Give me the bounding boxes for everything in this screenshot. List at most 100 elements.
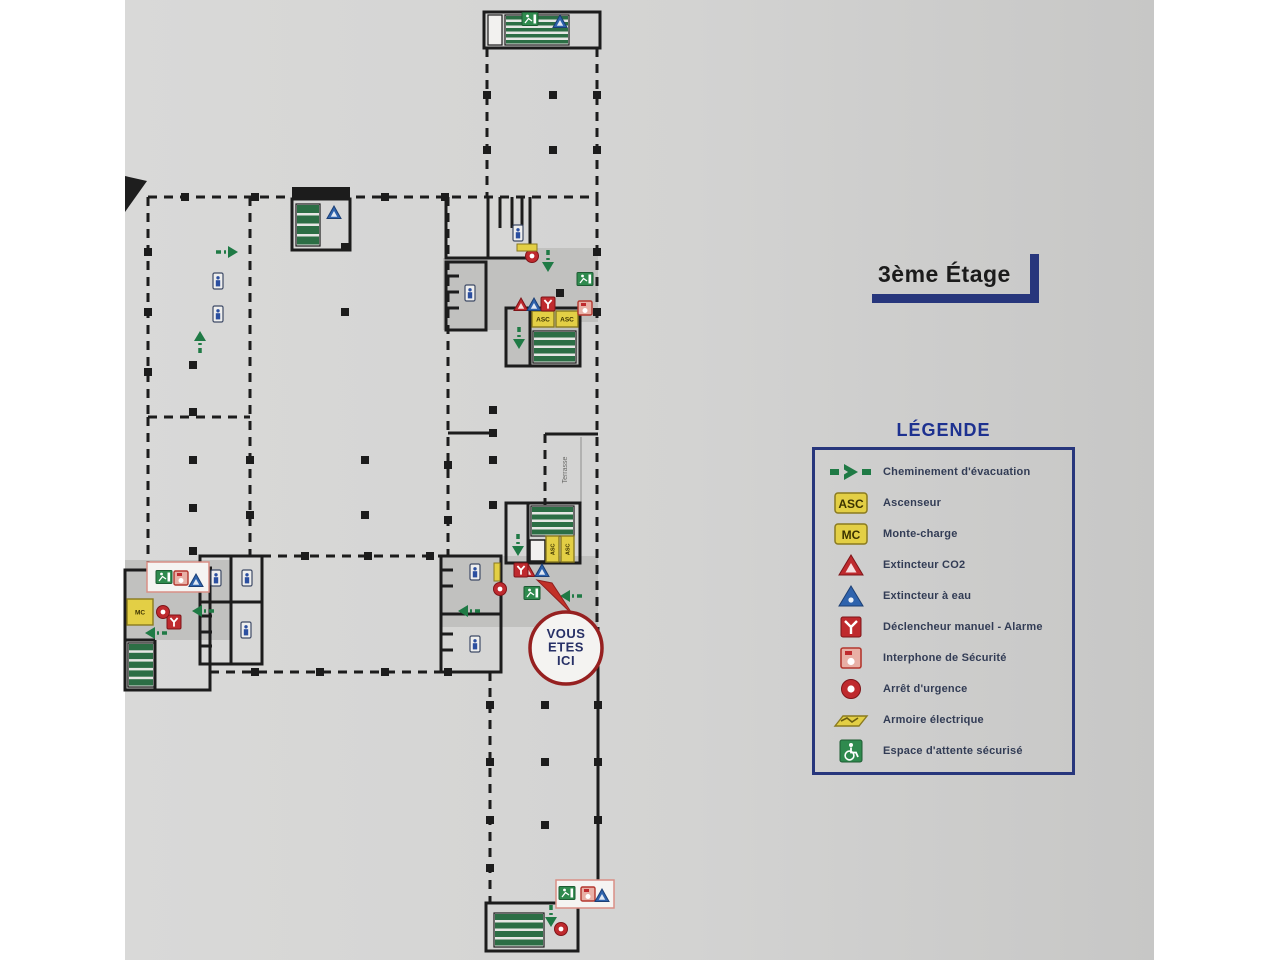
manual-alarm-icon (540, 296, 556, 312)
emergency-stop-icon (554, 922, 568, 936)
legend-label: Ascenseur (883, 496, 942, 509)
you-are-here-text: ICI (557, 653, 575, 668)
legend-label: Arrêt d'urgence (883, 682, 968, 695)
wc-icon (512, 224, 524, 242)
you-are-here-text: VOUS (547, 626, 586, 641)
security-intercom-icon (577, 300, 593, 316)
photo-corner-shadow (125, 176, 147, 212)
legend-label: Déclencheur manuel - Alarme (883, 620, 1043, 633)
exit-sign-icon (155, 570, 173, 584)
legend-label: Monte-charge (883, 527, 958, 540)
wc-icon (469, 563, 481, 581)
legend-title: LÉGENDE (896, 420, 991, 440)
svg-text:MC: MC (135, 609, 145, 616)
elevator-box: ASC (560, 535, 575, 563)
interior-walls (123, 10, 602, 953)
legend-label: Cheminement d'évacuation (883, 465, 1031, 478)
emergency-stop-icon (819, 678, 883, 700)
manual-alarm-icon (819, 616, 883, 638)
lower-core-staircase (530, 505, 575, 537)
extinguisher-co2-icon (513, 296, 529, 311)
legend-label: Extincteur à eau (883, 589, 972, 602)
electrical-cabinet-icon (819, 712, 883, 728)
evacuation-arrow-icon (145, 627, 167, 639)
secure-waiting-area-icon (819, 739, 883, 763)
security-intercom-icon (819, 646, 883, 669)
exit-sign-icon (523, 586, 541, 600)
corridor-areas (125, 197, 598, 690)
svg-text:ASC: ASC (551, 543, 557, 555)
svg-text:MC: MC (842, 528, 861, 542)
wc-icon (469, 635, 481, 653)
legend-label: Armoire électrique (883, 713, 984, 726)
security-intercom-icon (580, 886, 596, 902)
wc-icon (212, 305, 224, 323)
legend-box: Cheminement d'évacuation ASC Ascenseur M… (812, 447, 1075, 775)
legend-row-extinguisher-co2: Extincteur CO2 (819, 551, 1068, 579)
extinguisher-water-icon (326, 204, 342, 219)
evacuation-arrow-icon (458, 605, 480, 617)
photo-background (125, 0, 1154, 960)
wc-icon (241, 569, 253, 587)
extinguisher-water-icon (534, 562, 550, 577)
south-staircase (493, 912, 545, 948)
legend-row-elevator: ASC Ascenseur (819, 489, 1068, 517)
facade-walls (146, 48, 599, 903)
emergency-stop-icon (525, 249, 539, 263)
evacuation-arrow-icon (542, 250, 554, 272)
exit-sign-icon (521, 12, 539, 26)
upper-core-staircase (532, 330, 577, 364)
north-stair-door (487, 14, 503, 46)
evacuation-arrow-icon (560, 590, 582, 602)
legend-row-electrical-cabinet: Armoire électrique (819, 706, 1068, 734)
legend-label: Espace d'attente sécurisé (883, 744, 1023, 757)
electrical-cabinet-icon (516, 243, 538, 252)
elevator-box: ASC (555, 310, 579, 328)
evacuation-arrow-icon (194, 331, 206, 353)
legend-label: Extincteur CO2 (883, 558, 966, 571)
goods-lift-icon: MC (819, 522, 883, 545)
svg-text:ASC: ASC (560, 316, 574, 323)
extinguisher-water-icon (526, 296, 542, 311)
evacuation-path-icon (819, 463, 883, 481)
structural-columns (144, 91, 602, 872)
evacuation-arrow-icon (192, 605, 214, 617)
floor-title-block: 3ème Étage (872, 254, 1039, 303)
you-are-here-text: ETES (548, 640, 584, 655)
terrace-label: Terrasse (562, 456, 569, 483)
svg-text:ASC: ASC (838, 497, 864, 511)
evacuation-arrow-icon (513, 327, 525, 349)
svg-text:ASC: ASC (566, 543, 572, 555)
extinguisher-water-icon (594, 887, 610, 902)
exit-sign-icon (558, 886, 576, 900)
elevator-icon: ASC (819, 491, 883, 514)
extinguisher-co2-icon (819, 553, 883, 576)
wc-icon (464, 284, 476, 302)
evacuation-arrow-icon (216, 246, 238, 258)
extinguisher-water-icon (819, 584, 883, 607)
extinguisher-water-icon (552, 13, 568, 28)
lift-lobby-door (529, 539, 546, 562)
legend-row-emergency-stop: Arrêt d'urgence (819, 675, 1068, 703)
exit-sign-icon (576, 272, 594, 286)
west-staircase (127, 642, 155, 688)
svg-text:ASC: ASC (536, 316, 550, 323)
northwest-staircase (295, 203, 321, 247)
legend-row-goods-lift: MC Monte-charge (819, 520, 1068, 548)
elevator-box: ASC (531, 310, 555, 328)
wc-icon (212, 272, 224, 290)
legend-row-manual-alarm: Déclencheur manuel - Alarme (819, 613, 1068, 641)
security-intercom-icon (173, 570, 189, 586)
wc-icon (240, 621, 252, 639)
wc-icon (210, 569, 222, 587)
extinguisher-water-icon (188, 572, 204, 587)
legend-row-extinguisher-water: Extincteur à eau (819, 582, 1068, 610)
emergency-stop-icon (493, 582, 507, 596)
manual-alarm-icon (513, 562, 529, 578)
legend-row-evacuation: Cheminement d'évacuation (819, 458, 1068, 486)
goods-lift-box: MC (126, 598, 154, 626)
legend-row-security-intercom: Interphone de Sécurité (819, 644, 1068, 672)
